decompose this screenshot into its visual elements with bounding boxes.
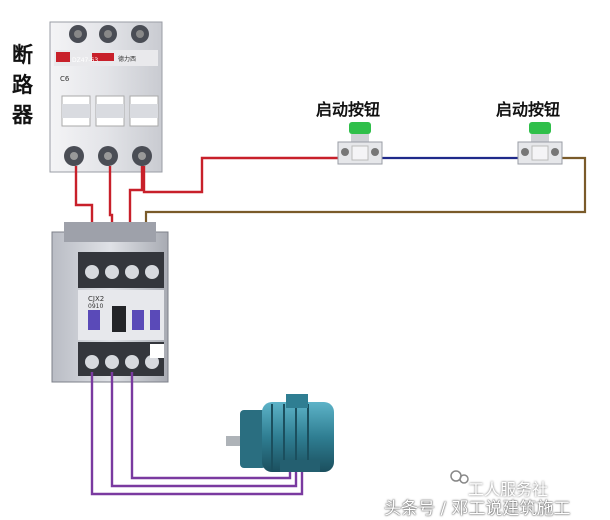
breaker-model: DZ47-63 [72, 57, 98, 64]
watermark-main: 头条号 / 邓工说建筑施工 [384, 499, 571, 519]
circuit-breaker: C6 DZ47-63 德力西 [49, 21, 163, 173]
watermark-secondary: 工人服务社 [468, 480, 549, 499]
contactor-sub: 0910 [88, 303, 103, 310]
start-button-2 [517, 122, 563, 165]
contactor-model: CJX2 [88, 295, 104, 303]
control-wires [144, 156, 587, 262]
electric-motor [226, 394, 334, 472]
start-button-1-label: 启动按钮 [316, 100, 381, 119]
ac-contactor: CJX2 0910 [51, 222, 169, 383]
breaker-rating: C6 [60, 75, 70, 83]
watermark-icon [450, 470, 469, 484]
wires-contactor-to-motor [90, 372, 304, 496]
start-button-1 [337, 122, 383, 165]
start-button-2-label: 启动按钮 [496, 100, 561, 119]
breaker-label: 断路器 [12, 43, 33, 127]
breaker-brand: 德力西 [118, 55, 136, 63]
